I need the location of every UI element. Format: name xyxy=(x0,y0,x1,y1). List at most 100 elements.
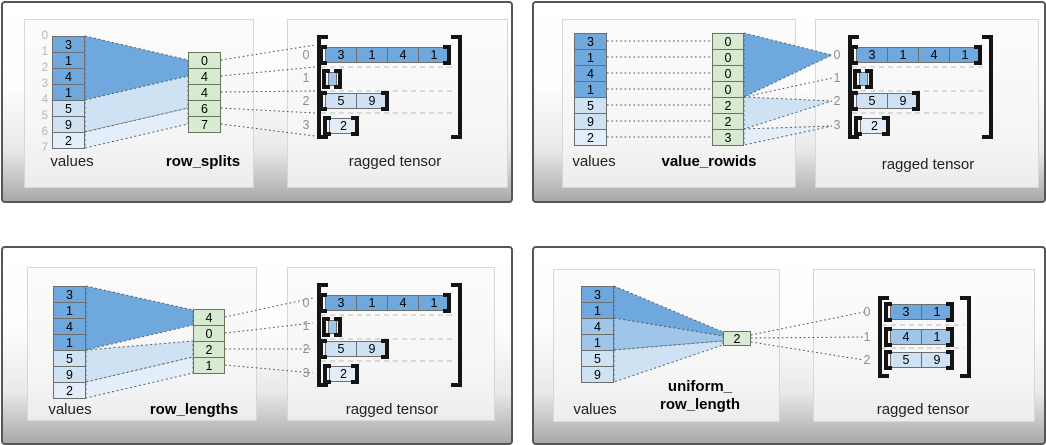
partition-cell: 0 xyxy=(712,49,744,66)
row-separator-lines xyxy=(882,324,964,349)
partition-cell: 0 xyxy=(712,65,744,82)
value-cell: 1 xyxy=(574,49,607,66)
row-bracket-left xyxy=(319,91,327,111)
value-index: 6 xyxy=(41,126,48,138)
row-bracket-right xyxy=(882,116,890,136)
uniform-row-length-caption: uniform_ row_length xyxy=(660,378,740,414)
tensor-row-index: 0 xyxy=(302,296,310,310)
tensor-row-0: 3 1 4 1 xyxy=(856,47,981,63)
tensor-row-2: 5 9 xyxy=(325,93,388,109)
tensor-row-index: 2 xyxy=(863,353,871,367)
row-bracket-right xyxy=(912,91,920,111)
tensor-row-1: 4 1 xyxy=(890,329,953,345)
uniform-connector-lines xyxy=(750,311,865,361)
value-cell: 1 xyxy=(52,52,85,69)
tensor-row-index: 2 xyxy=(833,94,841,108)
tensor-row-index: 0 xyxy=(302,48,310,62)
tensor-cell: 1 xyxy=(921,304,953,320)
row-bracket-left xyxy=(319,339,327,359)
value-index-labels: 0 1 2 3 4 5 6 7 xyxy=(35,28,48,156)
tensor-row-0: 3 1 4 1 xyxy=(325,295,450,311)
tensor-cell: 1 xyxy=(418,47,450,63)
row-bracket-left xyxy=(322,317,330,337)
row-lengths-caption: row_lengths xyxy=(149,401,239,418)
ragged-tensor-caption: ragged tensor xyxy=(345,401,439,418)
value-index: 3 xyxy=(41,78,48,90)
partition-cell: 0 xyxy=(188,52,221,69)
partition-cell: 4 xyxy=(188,84,221,101)
value-cell: 3 xyxy=(574,33,607,50)
partition-cell: 2 xyxy=(712,97,744,114)
value-cell: 2 xyxy=(53,382,86,399)
value-cell: 2 xyxy=(52,132,85,149)
partition-cell: 2 xyxy=(723,331,751,346)
row-bracket-left xyxy=(884,327,892,347)
outer-bracket-left xyxy=(317,283,328,387)
value-cell: 4 xyxy=(581,318,614,335)
values-column: 3 1 4 1 5 9 2 xyxy=(53,286,86,399)
empty-row-cell xyxy=(328,320,337,334)
tensor-row-index: 3 xyxy=(302,366,310,380)
value-rowids-caption: value_rowids xyxy=(661,153,757,170)
row-bracket-left xyxy=(884,350,892,370)
row-bracket-right xyxy=(334,317,342,337)
fan-light xyxy=(85,340,194,383)
values-column: 3 1 4 1 5 9 2 xyxy=(52,36,85,149)
panel-row-splits: 0 1 2 3 4 5 6 7 3 1 4 1 5 9 2 0 4 4 6 7 … xyxy=(1,1,513,203)
value-cell: 9 xyxy=(574,113,607,130)
outer-bracket-left xyxy=(848,35,859,139)
row-bracket-left xyxy=(853,69,861,89)
partition-cell: 2 xyxy=(712,113,744,130)
value-index: 5 xyxy=(41,110,48,122)
value-cell: 5 xyxy=(574,97,607,114)
row-bracket-left xyxy=(854,116,862,136)
fan-dark xyxy=(85,285,194,351)
row-bracket-right xyxy=(865,69,873,89)
value-index: 0 xyxy=(41,30,48,42)
row-bracket-right xyxy=(334,69,342,89)
values-column: 3 1 4 1 5 9 xyxy=(581,286,614,383)
connector-graphics xyxy=(607,32,984,146)
tensor-cell: 3 xyxy=(856,47,888,63)
row-bracket-left xyxy=(850,91,858,111)
value-cell: 5 xyxy=(581,350,614,367)
tensor-row-0: 3 1 xyxy=(890,304,953,320)
ragged-tensor-caption: ragged tensor xyxy=(348,153,442,170)
split-connector-lines xyxy=(220,44,316,137)
partition-cell: 1 xyxy=(193,357,225,374)
row-bracket-left xyxy=(884,302,892,322)
value-rowids-column: 0 0 0 0 2 2 3 xyxy=(712,33,744,146)
row-splits-column: 0 4 4 6 7 xyxy=(188,52,221,133)
ragged-tensor-caption: ragged tensor xyxy=(881,156,975,173)
value-cell: 3 xyxy=(581,286,614,303)
row-bracket-right xyxy=(946,327,954,347)
tensor-cell: 5 xyxy=(325,341,357,357)
outer-bracket-right xyxy=(960,296,971,378)
row-bracket-right xyxy=(974,45,982,65)
value-cell: 1 xyxy=(53,334,86,351)
tensor-cell: 4 xyxy=(918,47,950,63)
caption-line-2: row_length xyxy=(659,396,741,413)
tensor-cell: 5 xyxy=(325,93,357,109)
value-cell: 3 xyxy=(53,286,86,303)
fan-light xyxy=(743,96,833,130)
value-cell: 1 xyxy=(581,334,614,351)
value-cell: 4 xyxy=(52,68,85,85)
tensor-row-index: 2 xyxy=(302,342,310,356)
fan-dark xyxy=(84,35,189,101)
row-bracket-right xyxy=(351,116,359,136)
values-caption: values xyxy=(573,401,617,418)
value-cell: 1 xyxy=(53,302,86,319)
fan-pale xyxy=(84,107,189,149)
value-cell: 1 xyxy=(581,302,614,319)
tensor-row-index: 0 xyxy=(833,48,841,62)
tensor-cell: 4 xyxy=(387,47,419,63)
panel-value-rowids: 3 1 4 1 5 9 2 0 0 0 0 2 2 3 values value… xyxy=(532,1,1046,203)
caption-line-1: uniform_ xyxy=(667,378,733,395)
value-cell: 4 xyxy=(53,318,86,335)
tensor-row-index: 1 xyxy=(302,71,310,85)
partition-cell: 6 xyxy=(188,100,221,117)
tensor-row-index: 3 xyxy=(302,118,310,132)
outer-bracket-left xyxy=(878,296,889,378)
